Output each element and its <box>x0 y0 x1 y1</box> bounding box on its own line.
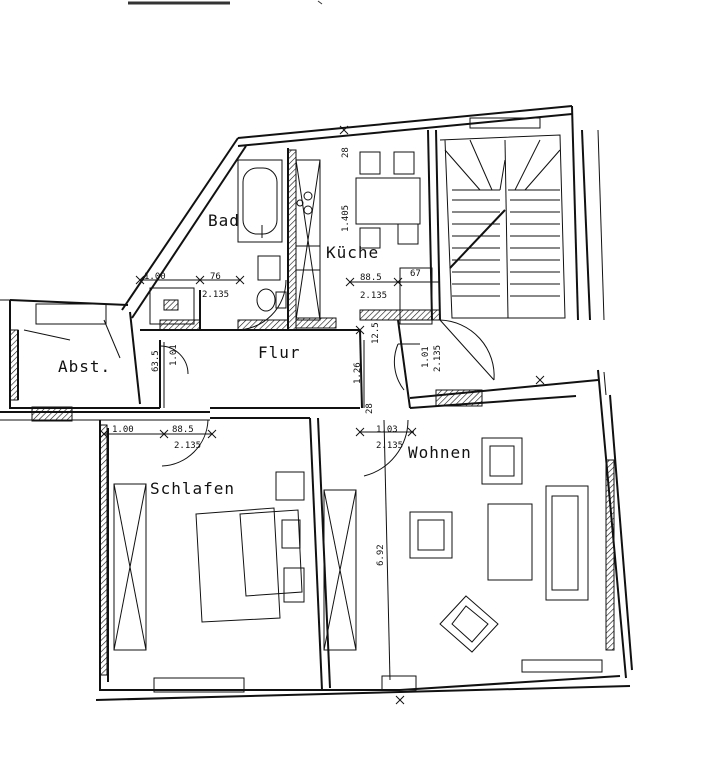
scan-artifact <box>128 0 323 5</box>
wardrobe-schlafen <box>113 483 147 651</box>
dim-label: 2.135 <box>376 441 403 451</box>
dim-label: 28 <box>365 403 375 414</box>
dim-label: 88.5 <box>360 273 382 283</box>
storage-box <box>149 287 195 325</box>
dim-label: 76 <box>210 272 221 282</box>
dim-label: 1.01 <box>421 346 431 368</box>
kitchen-cabinet <box>399 267 433 325</box>
room-label-abst: Abst. <box>58 357 111 376</box>
bathtub <box>237 159 283 243</box>
toilet <box>256 288 287 312</box>
dim-label: 1.03 <box>376 425 398 435</box>
room-label-flur: Flur <box>258 343 301 362</box>
exterior-walls <box>0 105 633 701</box>
room-label-wohnen: Wohnen <box>408 443 472 462</box>
room-label-schlafen: Schlafen <box>150 479 235 498</box>
dim-label: 6.92 <box>376 544 386 566</box>
kitchen-table <box>355 151 421 249</box>
dim-label: 28 <box>341 147 351 158</box>
dimension-lines <box>104 279 440 681</box>
dim-label: 67 <box>410 269 421 279</box>
living-furniture <box>409 437 589 653</box>
dim-label: 2.135 <box>202 290 229 300</box>
windows <box>35 117 603 693</box>
doors <box>23 279 495 477</box>
dim-label: 1.01 <box>169 344 179 366</box>
dim-label: 1.26 <box>353 362 363 384</box>
sink <box>257 255 281 281</box>
dim-label: 88.5 <box>172 425 194 435</box>
dim-label: 1.00 <box>144 272 166 282</box>
interior-walls <box>129 129 599 691</box>
wardrobe-wohnen <box>323 489 357 651</box>
dim-label: 2.135 <box>360 291 387 301</box>
bed <box>195 471 305 623</box>
room-label-kueche: Küche <box>326 243 379 262</box>
dim-label: 63.5 <box>151 350 161 372</box>
dim-label: 1.00 <box>112 425 134 435</box>
hatched-walls <box>9 149 615 676</box>
dim-label: 1.405 <box>341 205 351 232</box>
kitchen-counter <box>295 159 321 321</box>
room-label-bad: Bad <box>208 211 240 230</box>
dim-label: 12.5 <box>371 322 381 344</box>
staircase <box>439 134 566 319</box>
dim-label: 2.135 <box>433 345 443 372</box>
dim-label: 2.135 <box>174 441 201 451</box>
dimension-ticks <box>99 125 545 705</box>
